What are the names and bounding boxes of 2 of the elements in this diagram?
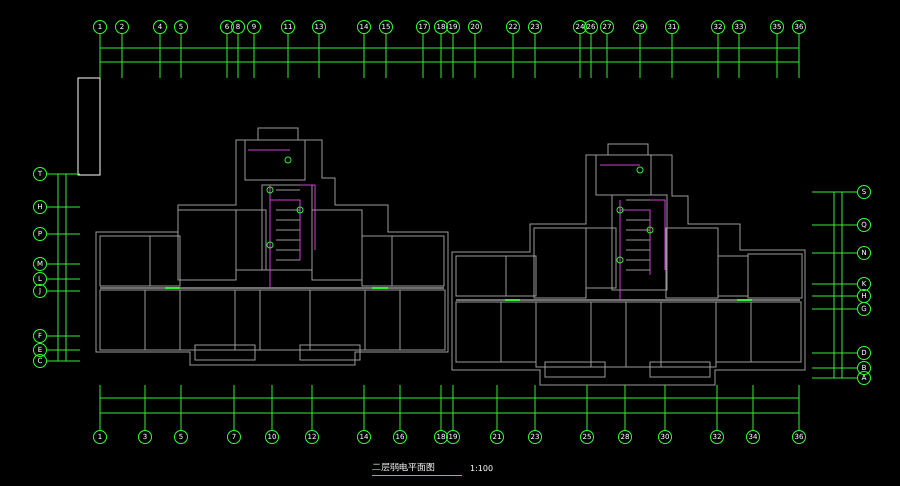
scale-note: 1:100 xyxy=(470,464,494,473)
drawing-title: 二层弱电平面图 xyxy=(372,461,462,476)
